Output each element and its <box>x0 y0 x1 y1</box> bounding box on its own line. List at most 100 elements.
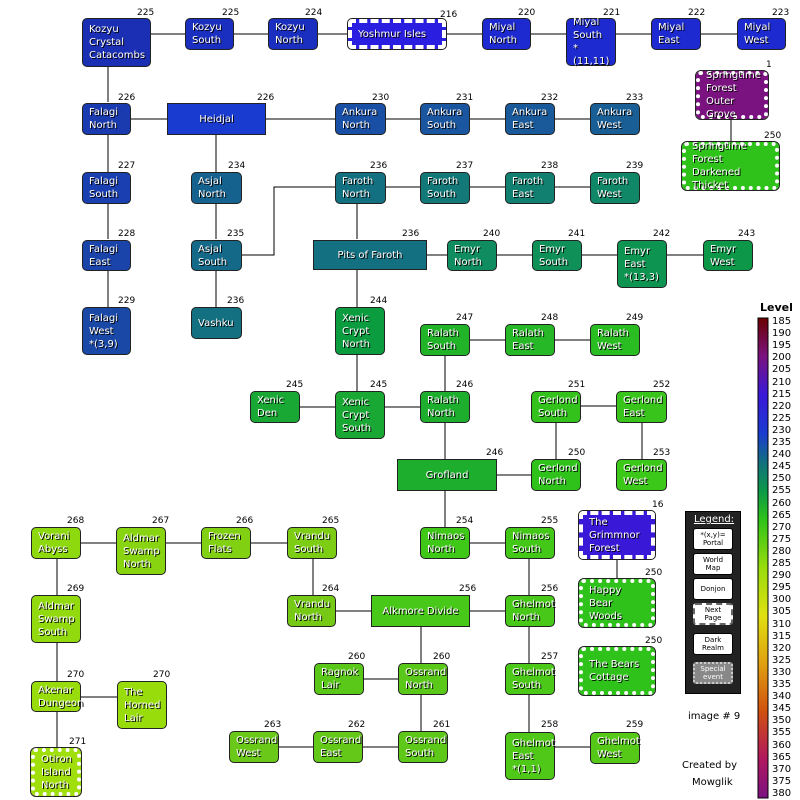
node-level: 16 <box>652 500 664 510</box>
node-level: 260 <box>348 652 366 662</box>
node-level: 233 <box>626 93 644 103</box>
scale-tick-label: 190 <box>772 328 792 340</box>
map-node: Gerlond East <box>616 391 667 423</box>
map-node: Nimaos North <box>420 527 470 559</box>
map-node: Ankura West <box>590 103 640 135</box>
node-level: 250 <box>645 636 663 646</box>
node-level: 228 <box>118 229 136 239</box>
scale-tick-label: 245 <box>772 461 792 473</box>
node-level: 254 <box>456 516 474 526</box>
scale-tick-label: 220 <box>772 400 792 412</box>
node-level: 247 <box>456 313 474 323</box>
scale-tick-label: 270 <box>772 521 792 533</box>
map-node: Ghelmot West <box>590 732 640 764</box>
map-node: Gerlond West <box>616 459 667 491</box>
map-node: Faroth West <box>590 172 640 204</box>
map-node: Frozen Flats <box>201 527 251 559</box>
node-level: 268 <box>67 516 85 526</box>
map-node: Faroth South <box>420 172 470 204</box>
node-level: 250 <box>568 448 586 458</box>
node-level: 238 <box>541 161 559 171</box>
map-node: Falagi West *(3,9) <box>82 307 131 355</box>
scale-tick-label: 340 <box>772 691 792 703</box>
map-node: Asjal South <box>191 240 242 271</box>
map-node: Emyr West <box>703 240 753 271</box>
scale-tick-label: 375 <box>772 775 792 787</box>
node-level: 256 <box>459 584 477 594</box>
node-level: 231 <box>456 93 474 103</box>
node-level: 266 <box>236 516 254 526</box>
scale-tick-label: 305 <box>772 606 792 618</box>
map-node: Ossrand South <box>398 731 448 763</box>
map-node: Ragnok Lair <box>314 663 364 695</box>
node-level: 246 <box>486 448 504 458</box>
map-node: Ankura South <box>420 103 470 135</box>
map-node: Aldmar Swamp South <box>31 595 81 643</box>
map-node: Ralath East <box>505 324 555 356</box>
node-level: 226 <box>257 93 275 103</box>
node-level: 244 <box>370 296 388 306</box>
scale-tick-label: 265 <box>772 509 792 521</box>
map-node: Aldmar Swamp North <box>116 527 166 575</box>
node-level: 221 <box>603 8 621 18</box>
scale-title: Level <box>760 301 793 314</box>
map-node: Ghelmot South <box>505 663 555 695</box>
scale-tick-label: 370 <box>772 763 792 775</box>
map-node: Xenic Crypt North <box>335 307 385 355</box>
map-node: Falagi South <box>82 172 131 204</box>
node-level: 235 <box>227 229 245 239</box>
map-node: Miyal West <box>737 18 786 50</box>
node-level: 245 <box>286 380 304 390</box>
map-node: Gerlond South <box>531 391 581 423</box>
map-node: Springtime Forest Darkened Thicket <box>681 141 780 191</box>
map-node: Falagi North <box>82 103 131 135</box>
node-level: 250 <box>645 568 663 578</box>
node-level: 230 <box>372 93 390 103</box>
scale-tick-label: 195 <box>772 340 792 352</box>
node-level: 220 <box>518 8 536 18</box>
map-node: Emyr South <box>532 240 582 271</box>
node-level: 224 <box>305 8 323 18</box>
legend-item: Next Page <box>693 603 733 625</box>
node-level: 239 <box>626 161 644 171</box>
node-level: 241 <box>568 229 586 239</box>
scale-tick-label: 335 <box>772 679 792 690</box>
node-level: 259 <box>626 720 644 730</box>
scale-tick-label: 280 <box>772 545 792 557</box>
image-label: image # 9 <box>688 711 741 722</box>
map-node: Ralath South <box>420 324 470 356</box>
map-node: Falagi East <box>82 240 131 271</box>
map-node: Emyr North <box>447 240 497 271</box>
node-level: 227 <box>118 161 136 171</box>
scale-tick-label: 290 <box>772 570 792 582</box>
legend-item: Donjon <box>693 578 733 600</box>
map-node: Ankura North <box>335 103 386 135</box>
scale-tick-label: 315 <box>772 630 792 642</box>
node-level: 270 <box>67 670 85 680</box>
map-node: Vrandu South <box>287 527 337 559</box>
scale-tick-label: 380 <box>772 787 792 799</box>
node-level: 236 <box>370 161 388 171</box>
node-level: 258 <box>541 720 559 730</box>
node-level: 262 <box>348 720 366 730</box>
scale-tick-label: 310 <box>772 618 792 630</box>
node-level: 229 <box>118 296 136 306</box>
map-node: Kozyu South <box>185 18 234 50</box>
author-name: Mowglik <box>692 777 733 788</box>
node-level: 243 <box>738 229 756 239</box>
node-level: 236 <box>402 229 420 239</box>
map-node: Gerlond North <box>531 459 581 491</box>
scale-tick-label: 230 <box>772 424 792 436</box>
scale-tick-label: 185 <box>772 316 792 327</box>
map-node: Faroth North <box>335 172 386 204</box>
map-node: Xenic Den <box>250 391 300 423</box>
map-node: Vorani Abyss <box>31 527 81 559</box>
node-level: 257 <box>541 652 559 662</box>
node-level: 225 <box>137 8 155 18</box>
scale-tick-label: 275 <box>772 533 792 545</box>
scale-tick-label: 210 <box>772 376 792 388</box>
node-level: 226 <box>118 93 136 103</box>
map-node: Ankura East <box>505 103 555 135</box>
node-level: 234 <box>228 161 246 171</box>
map-node: Miyal North <box>482 18 531 50</box>
